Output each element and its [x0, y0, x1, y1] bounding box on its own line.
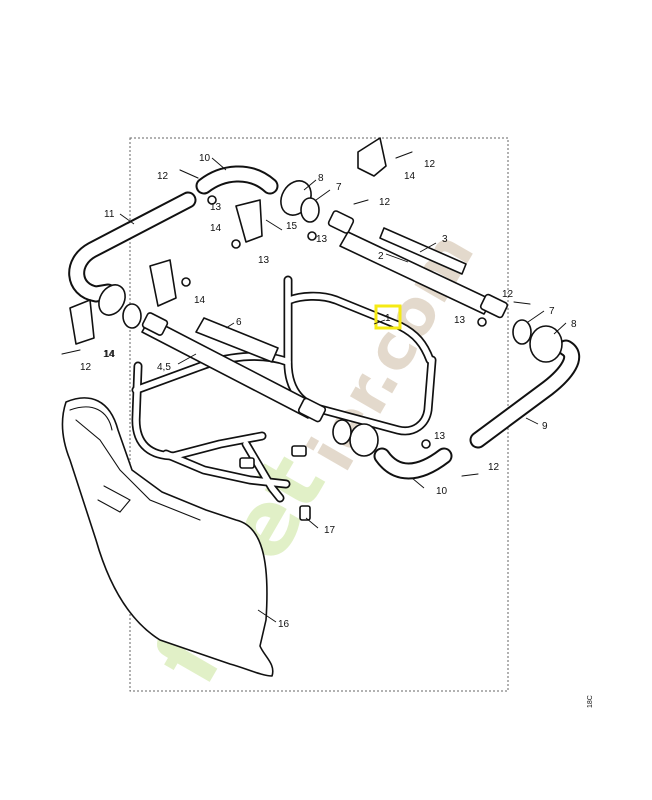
callout-7: 7 — [336, 182, 342, 193]
leader-lines — [119, 157, 567, 623]
callout-3: 3 — [442, 234, 448, 245]
callout-9: 9 — [542, 421, 548, 432]
part-upper-shaft — [327, 210, 509, 319]
part-screw — [61, 151, 531, 521]
callout-13: 13 — [258, 255, 270, 266]
callout-12: 12 — [488, 462, 500, 473]
callout-1: 1 — [385, 313, 391, 324]
part-clamp — [69, 137, 387, 345]
part-handle-left — [68, 191, 197, 303]
part-nut — [181, 195, 487, 449]
part-cover — [61, 397, 274, 677]
part-main-frame — [131, 275, 437, 503]
callout-16: 16 — [278, 619, 290, 630]
callout-4-5: 4,5 — [157, 362, 171, 373]
diagram-boundary — [129, 137, 509, 692]
figure-code: 18C — [587, 695, 594, 708]
callout-7: 7 — [549, 306, 555, 317]
part-handle-right — [469, 339, 581, 449]
callout-14: 14 — [210, 223, 222, 234]
callout-14: 14 — [103, 349, 115, 360]
callout-6: 6 — [236, 317, 242, 328]
callout-12: 12 — [502, 289, 514, 300]
callout-14: 14 — [104, 349, 116, 360]
callout-12: 12 — [379, 197, 391, 208]
callout-highlight — [374, 304, 402, 330]
callout-13: 13 — [210, 202, 222, 213]
part-decal — [379, 227, 467, 275]
part-grip-upper — [195, 165, 279, 195]
callout-12: 12 — [80, 362, 92, 373]
part-cover-hem — [69, 406, 113, 431]
callout-10: 10 — [199, 153, 211, 164]
callout-14: 14 — [194, 295, 206, 306]
callout-12: 12 — [157, 171, 169, 182]
callout-labels: 1 2 3 4,5 6 7 7 8 8 9 10 10 11 12 12 12 … — [80, 153, 577, 630]
part-grip-lower — [373, 447, 453, 480]
callout-15: 15 — [286, 221, 298, 232]
part-washer — [122, 197, 532, 445]
callout-13: 13 — [454, 315, 466, 326]
callout-12: 12 — [424, 159, 436, 170]
part-lower-shaft — [141, 312, 327, 423]
callout-13: 13 — [316, 234, 328, 245]
part-cover-fold — [75, 419, 201, 521]
callout-8: 8 — [318, 173, 324, 184]
callout-14: 14 — [404, 171, 416, 182]
callout-13: 13 — [434, 431, 446, 442]
part-grille — [195, 317, 279, 363]
callout-10: 10 — [436, 486, 448, 497]
callout-17: 17 — [324, 525, 336, 536]
callout-11: 11 — [104, 209, 115, 220]
callout-2: 2 — [378, 251, 384, 262]
part-cover-fold — [97, 485, 131, 513]
callout-8: 8 — [571, 319, 577, 330]
